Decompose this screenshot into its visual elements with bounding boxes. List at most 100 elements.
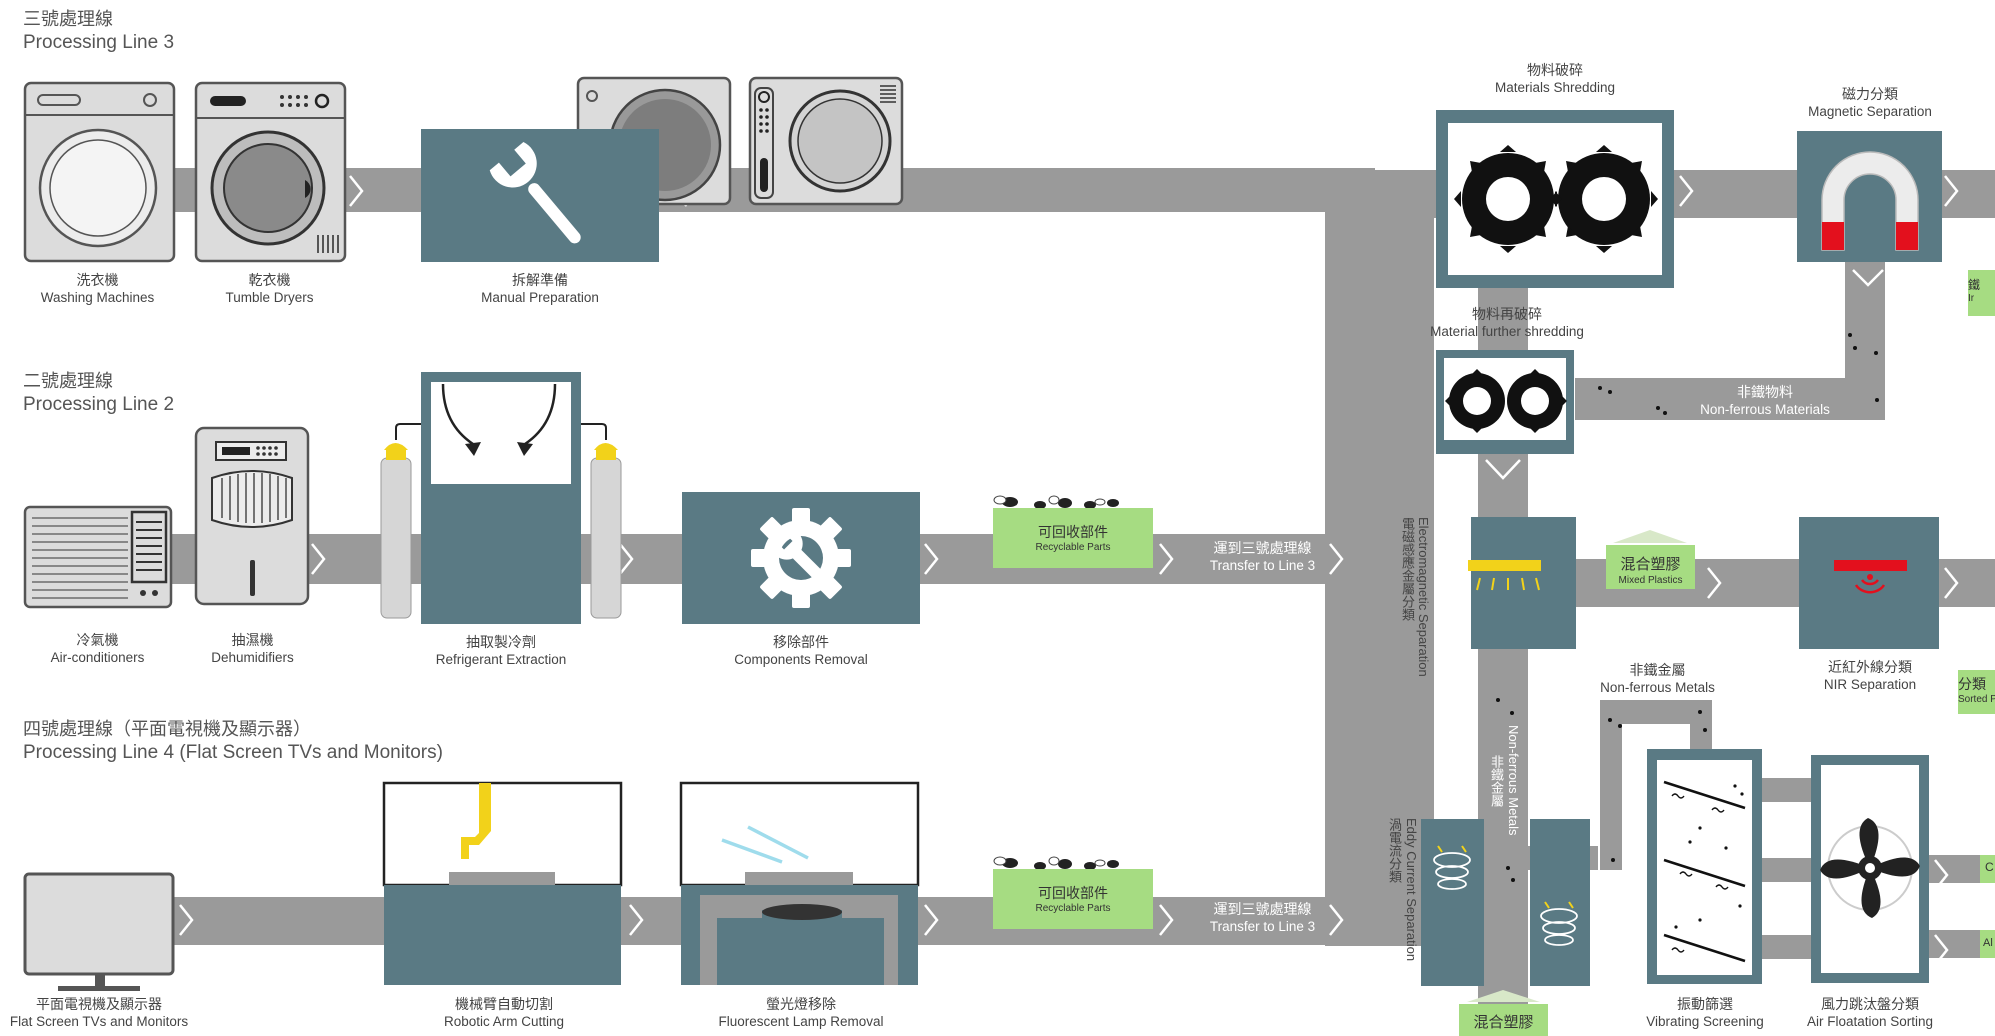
transfer4-en: Transfer to Line 3 — [1209, 918, 1316, 934]
refrig-zh: 抽取製冷劑 — [466, 634, 536, 650]
shred-zh: 物料破碎 — [1527, 62, 1583, 78]
washing-zh: 洗衣機 — [76, 272, 119, 288]
line4-title-zh: 四號處理線（平面電視機及顯示器） — [23, 719, 311, 739]
air-zh: 風力跳汰盤分類 — [1821, 996, 1919, 1012]
dryers-zh: 乾衣機 — [248, 272, 291, 288]
flat-screen-tv-icon — [23, 872, 175, 991]
vibrating-screening-machine — [1647, 749, 1762, 984]
recyc4-en: Recyclable Parts — [1035, 902, 1111, 914]
line3-title-zh: 三號處理線 — [23, 9, 113, 29]
refrig-en: Refrigerant Extraction — [435, 651, 567, 667]
robot-en: Robotic Arm Cutting — [443, 1013, 565, 1029]
fluorescent-lamp-removal-machine — [679, 781, 920, 985]
eddy-current-separation-machine — [1421, 819, 1590, 986]
electromagnetic-separation-label-zh: 電磁感應金屬分類 — [1399, 517, 1415, 647]
em-zh: 電磁感應金屬分類 — [1399, 517, 1415, 621]
transfer2-en: Transfer to Line 3 — [1209, 557, 1316, 573]
mixed-plastics-bottom-label: 混合塑膠 — [1459, 1014, 1548, 1033]
electromagnetic-separation-machine — [1468, 517, 1576, 649]
dehum-zh: 抽濕機 — [231, 632, 274, 648]
eddy-zh: 渦電流分類 — [1386, 818, 1402, 883]
comp-zh: 移除部件 — [773, 634, 829, 650]
recyc4-zh: 可回收部件 — [1038, 885, 1108, 901]
robotic-arm-cutting-machine — [382, 781, 623, 985]
components-removal-gear-icon — [682, 492, 920, 624]
nfm-zh: 非鐵金屬 — [1629, 662, 1686, 678]
material-particles — [1496, 333, 1879, 882]
electromagnetic-separation-label: Electromagnetic Separation — [1415, 517, 1431, 697]
nir-en: NIR Separation — [1823, 676, 1917, 692]
sorted-zh: 分類 — [1958, 676, 1986, 692]
recyc2-zh: 可回收部件 — [1038, 524, 1108, 540]
nfmat-en: Non-ferrous Materials — [1700, 401, 1830, 417]
manual-preparation-wrench-icon — [421, 129, 659, 262]
mp-zh: 混合塑膠 — [1620, 556, 1681, 573]
further-en: Material further shredding — [1430, 323, 1584, 339]
line3-title-en: Processing Line 3 — [23, 32, 175, 54]
lamp-zh: 螢光燈移除 — [766, 996, 836, 1012]
recyclable-parts-bin-line4 — [993, 856, 1153, 929]
flow-chevrons — [178, 174, 1959, 967]
recyc2-en: Recyclable Parts — [1035, 541, 1111, 553]
tv-zh: 平面電視機及顯示器 — [36, 996, 162, 1012]
eddy-en: Eddy Current Separation — [1403, 818, 1419, 962]
aircon-zh: 冷氣機 — [76, 632, 119, 648]
aluminium-bin-label: Al — [1983, 937, 1993, 949]
air-en: Air Floatation Sorting — [1806, 1013, 1934, 1029]
tumble-dryer-icon — [194, 81, 347, 263]
nfmat-zh: 非鐵物料 — [1737, 384, 1793, 400]
washing-en: Washing Machines — [40, 289, 155, 305]
line3-title: 三號處理線 Processing Line 3 — [23, 8, 174, 56]
nir-zh: 近紅外線分類 — [1828, 659, 1912, 675]
further-zh: 物料再破碎 — [1472, 306, 1542, 322]
nonferrous-metals-vertical-zh: 非鐵金屬 — [1488, 755, 1504, 825]
washing-machine-icon — [23, 81, 176, 263]
eddy-current-label-en: Eddy Current Separation — [1403, 818, 1419, 978]
nonferrous-metals-vertical-en: Non-ferrous Metals — [1505, 725, 1521, 845]
aircon-en: Air-conditioners — [50, 649, 145, 665]
refrigerant-extraction-machine — [380, 372, 622, 624]
right-edge-bins — [1958, 270, 1995, 958]
copper-bin-label: C — [1985, 860, 1994, 874]
lamp-en: Fluorescent Lamp Removal — [718, 1013, 884, 1029]
line2-title-zh: 二號處理線 — [23, 371, 113, 391]
dryers-en: Tumble Dryers — [225, 289, 314, 305]
line4-title-en: Processing Line 4 (Flat Screen TVs and M… — [23, 742, 443, 764]
magnet-zh: 磁力分類 — [1842, 86, 1898, 102]
nfmv-zh: 非鐵金屬 — [1488, 755, 1504, 807]
sorted-en: Sorted P — [1958, 693, 1995, 705]
nfm-en: Non-ferrous Metals — [1600, 679, 1715, 695]
eddy-current-label-zh: 渦電流分類 — [1386, 818, 1402, 908]
edge-top-zh: 鐵 — [1968, 278, 1981, 292]
line4-title: 四號處理線（平面電視機及顯示器） Processing Line 4 (Flat… — [23, 718, 443, 766]
shredder-machine — [1436, 110, 1674, 288]
recyclable-parts-bin-line2 — [993, 495, 1153, 568]
shred-en: Materials Shredding — [1494, 79, 1616, 95]
magnetic-separation-machine — [1797, 131, 1942, 262]
line2-title-en: Processing Line 2 — [23, 394, 175, 416]
comp-en: Components Removal — [734, 651, 868, 667]
transfer2-zh: 運到三號處理線 — [1213, 540, 1312, 556]
